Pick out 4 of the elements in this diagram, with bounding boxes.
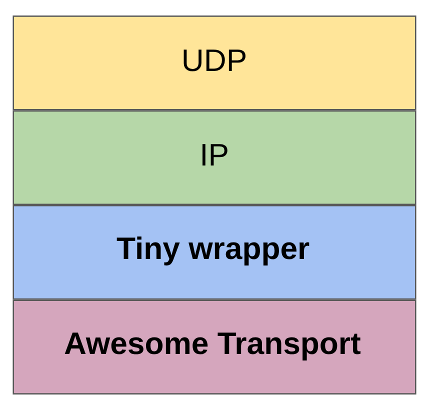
node-box: UDP [12,16,416,110]
node-box: Awesome Transport [12,300,416,394]
node-box: IP [12,110,416,205]
node-box: Tiny wrapper [12,205,416,300]
